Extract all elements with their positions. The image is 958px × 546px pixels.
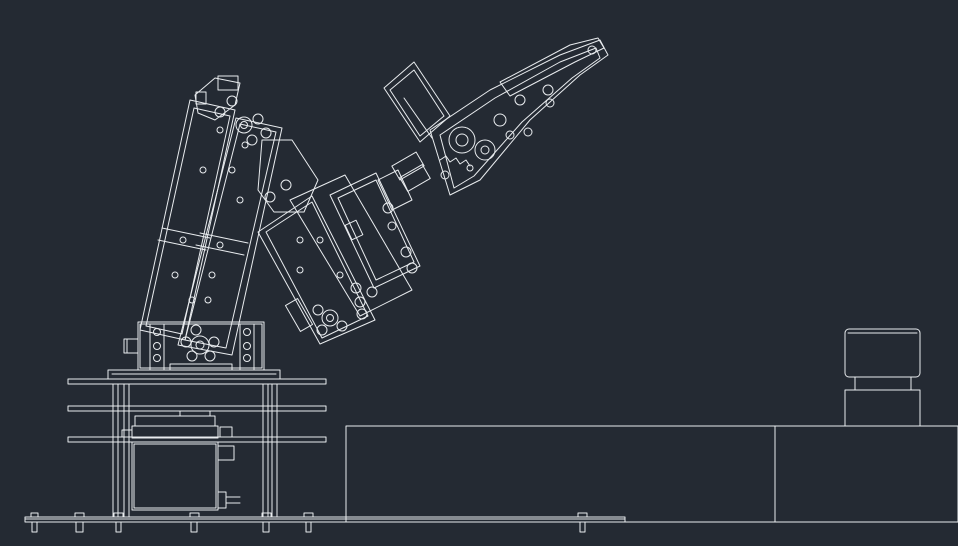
base-feet (30, 512, 588, 533)
shoulder-bracket (123, 321, 265, 371)
gripper-claw (429, 37, 609, 196)
wrist-servo (329, 169, 421, 289)
gripper-servo (383, 61, 451, 192)
base-servo (131, 425, 241, 511)
elbow-servo (194, 75, 319, 213)
platform-block (345, 425, 958, 523)
cylindrical-object (844, 328, 921, 427)
base-plate (24, 516, 626, 523)
forearm-link (257, 174, 413, 345)
lower-arm-link (139, 99, 283, 362)
